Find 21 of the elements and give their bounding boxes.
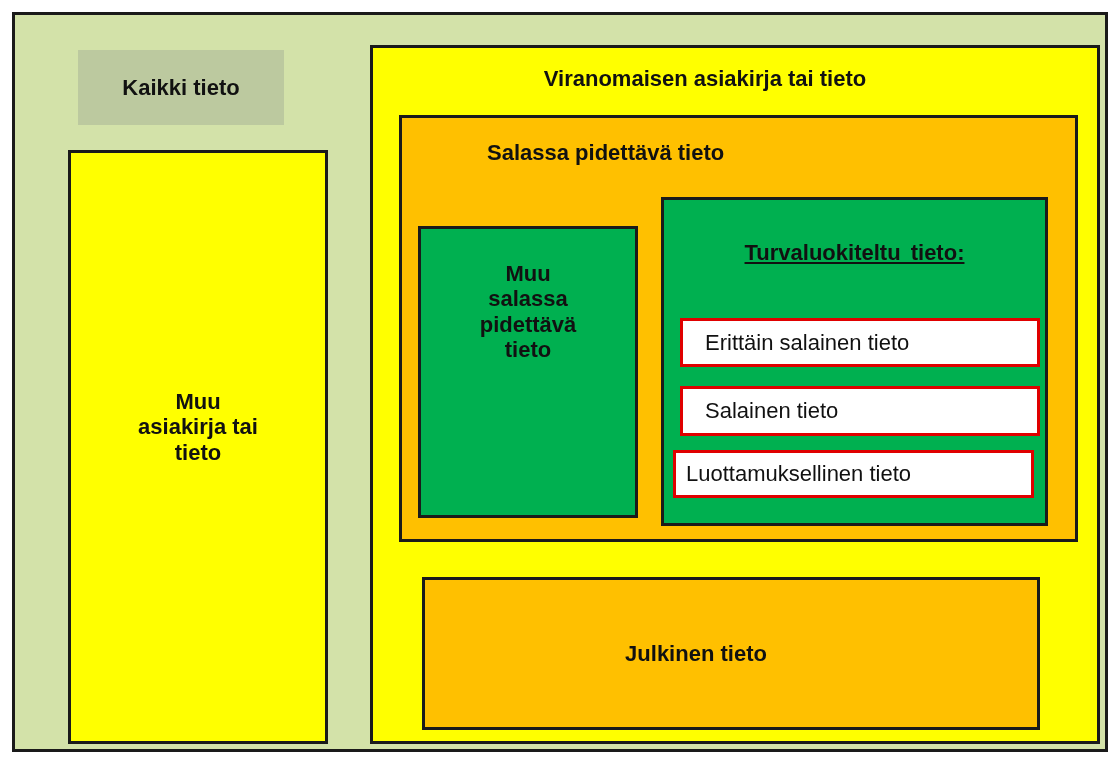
frame-box: [12, 12, 1108, 752]
category-box: [68, 150, 328, 744]
category-label: Muu asiakirja tai tieto: [138, 389, 258, 465]
category-box: [422, 577, 1040, 730]
category-box: [661, 197, 1048, 526]
category-box: [370, 45, 1100, 744]
classification-box: [673, 450, 1034, 498]
classification-label: Erittäin salainen tieto: [705, 329, 910, 356]
group-heading: Turvaluokiteltu tieto:: [744, 240, 965, 266]
classification-box: [680, 386, 1040, 436]
category-label: Viranomaisen asiakirja tai tieto: [543, 66, 867, 92]
category-box: [399, 115, 1078, 542]
classification-label: Luottamuksellinen tieto: [686, 461, 912, 487]
classification-label: Salainen tieto: [705, 398, 839, 424]
category-label: Kaikki tieto: [122, 74, 240, 101]
category-box: [418, 226, 638, 518]
heading-panel: [78, 50, 284, 125]
category-label: Julkinen tieto: [625, 640, 767, 667]
category-label: Muu salassa pidettävä tieto: [478, 261, 578, 363]
classification-box: [680, 318, 1040, 367]
category-label: Salassa pidettävä tieto: [487, 140, 725, 166]
